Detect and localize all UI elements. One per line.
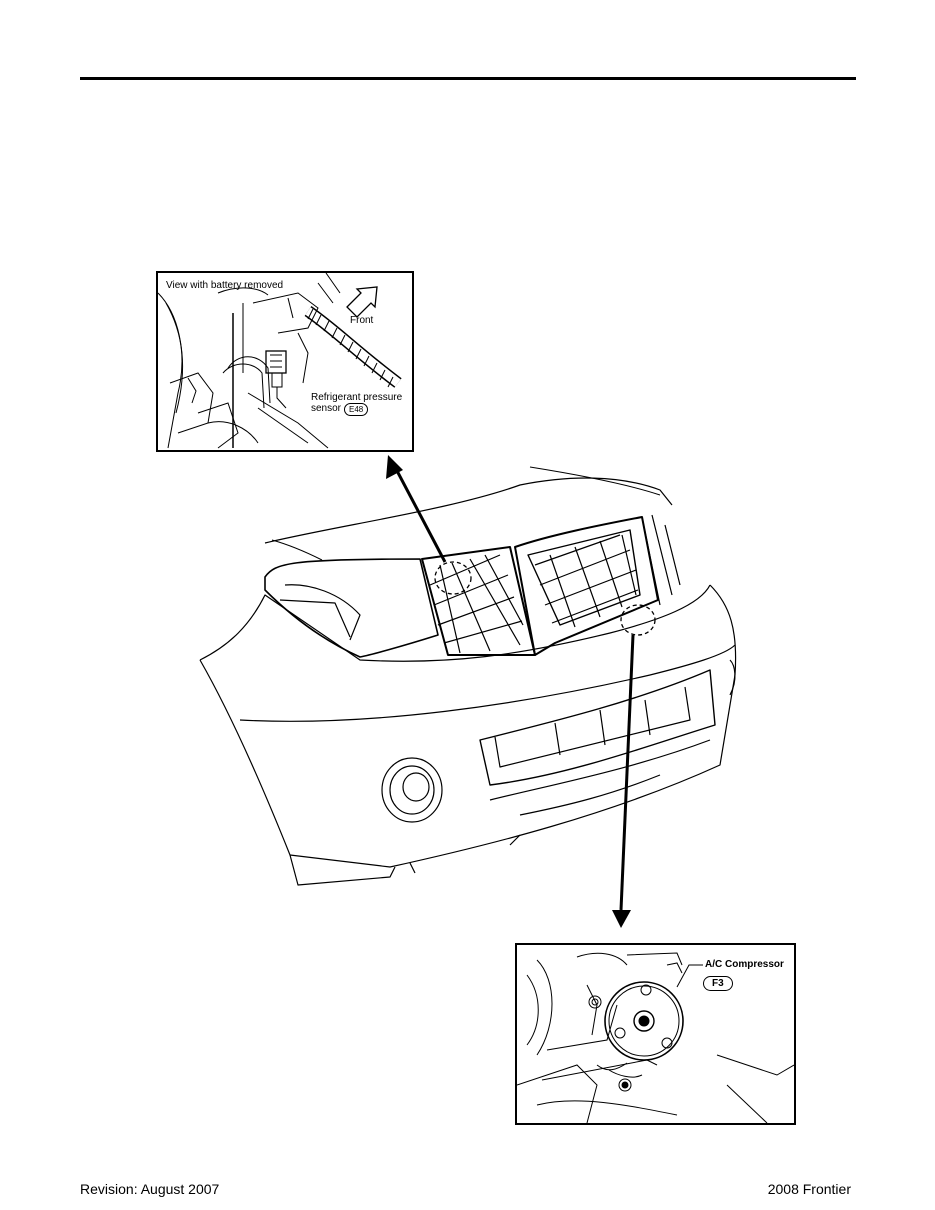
vehicle-front-illustration — [199, 455, 737, 928]
sensor-illustration — [158, 273, 402, 449]
connector-badge-e48: E48 — [344, 403, 369, 416]
part-label-ac-compressor: A/C Compressor — [705, 959, 784, 970]
front-direction-label: Front — [350, 315, 374, 326]
part-label-refrigerant-pressure: Refrigerant pressure — [311, 392, 403, 403]
compressor-inset: A/C Compressor F3 — [515, 943, 796, 1125]
compressor-illustration — [517, 952, 794, 1123]
sensor-inset: View with battery removed Front Refriger… — [156, 271, 414, 452]
inset-caption: View with battery removed — [166, 280, 284, 291]
header-rule — [80, 77, 856, 80]
footer-model: 2008 Frontier — [767, 1181, 851, 1197]
connector-badge-f3: F3 — [703, 976, 733, 991]
footer-revision: Revision: August 2007 — [80, 1181, 220, 1197]
part-label-sensor: sensor — [311, 403, 342, 414]
